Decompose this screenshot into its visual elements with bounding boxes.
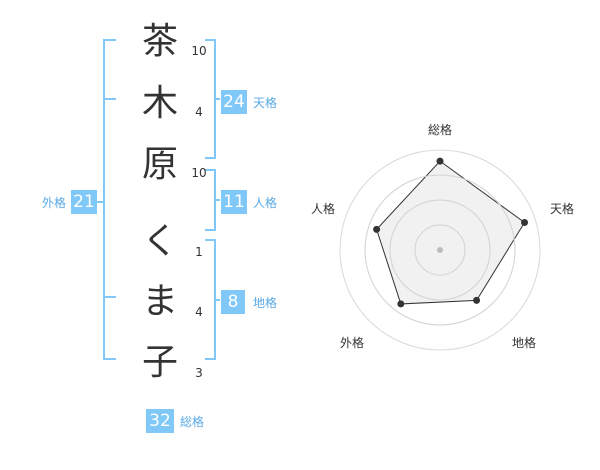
stroke-count-2: 4 (195, 105, 203, 119)
jinkaku-value-badge: 11 (221, 190, 247, 214)
tenkaku-label: 天格 (253, 96, 278, 110)
radar-point-5 (373, 225, 381, 233)
radar-point-1 (436, 157, 444, 165)
stroke-count-4: 1 (195, 245, 203, 259)
name-char-5: ま (141, 281, 178, 322)
soukaku-value-badge: 32 (146, 409, 174, 433)
gaikaku-label: 外格 (42, 196, 67, 210)
gaikaku-bracket (103, 39, 116, 360)
radar-label-soukaku: 総格 (428, 123, 453, 137)
jinkaku-label: 人格 (253, 196, 278, 210)
radar-ring-overlay (414, 224, 466, 276)
name-char-3: 原 (141, 144, 178, 185)
chikaku-value-badge: 8 (221, 290, 245, 314)
name-char-6: 子 (141, 342, 178, 383)
stroke-count-6: 3 (195, 366, 203, 380)
radar-label-gaikaku: 外格 (340, 336, 365, 350)
radar-series-polygon (376, 160, 526, 305)
name-char-2: 木 (141, 83, 178, 124)
radar-label-chikaku: 地格 (512, 336, 537, 350)
radar-label-tenkaku: 天格 (550, 202, 575, 216)
radar-point-4 (397, 300, 405, 308)
name-char-1: 茶 (141, 21, 178, 62)
radar-ring-overlay (364, 174, 516, 326)
radar-point-2 (521, 219, 529, 227)
soukaku-label: 総格 (180, 415, 205, 429)
radar-ring-overlay (389, 199, 491, 301)
gaikaku-value-badge: 21 (71, 190, 97, 214)
tenkaku-value-badge: 24 (221, 90, 247, 114)
radar-label-jinkaku: 人格 (311, 202, 336, 216)
stroke-count-5: 4 (195, 305, 203, 319)
radar-point-3 (473, 296, 481, 304)
stroke-count-3: 10 (191, 166, 207, 180)
stroke-count-1: 10 (191, 44, 207, 58)
radar-center-dot (437, 247, 443, 253)
name-char-4: く (141, 221, 178, 262)
chikaku-label: 地格 (253, 296, 278, 310)
